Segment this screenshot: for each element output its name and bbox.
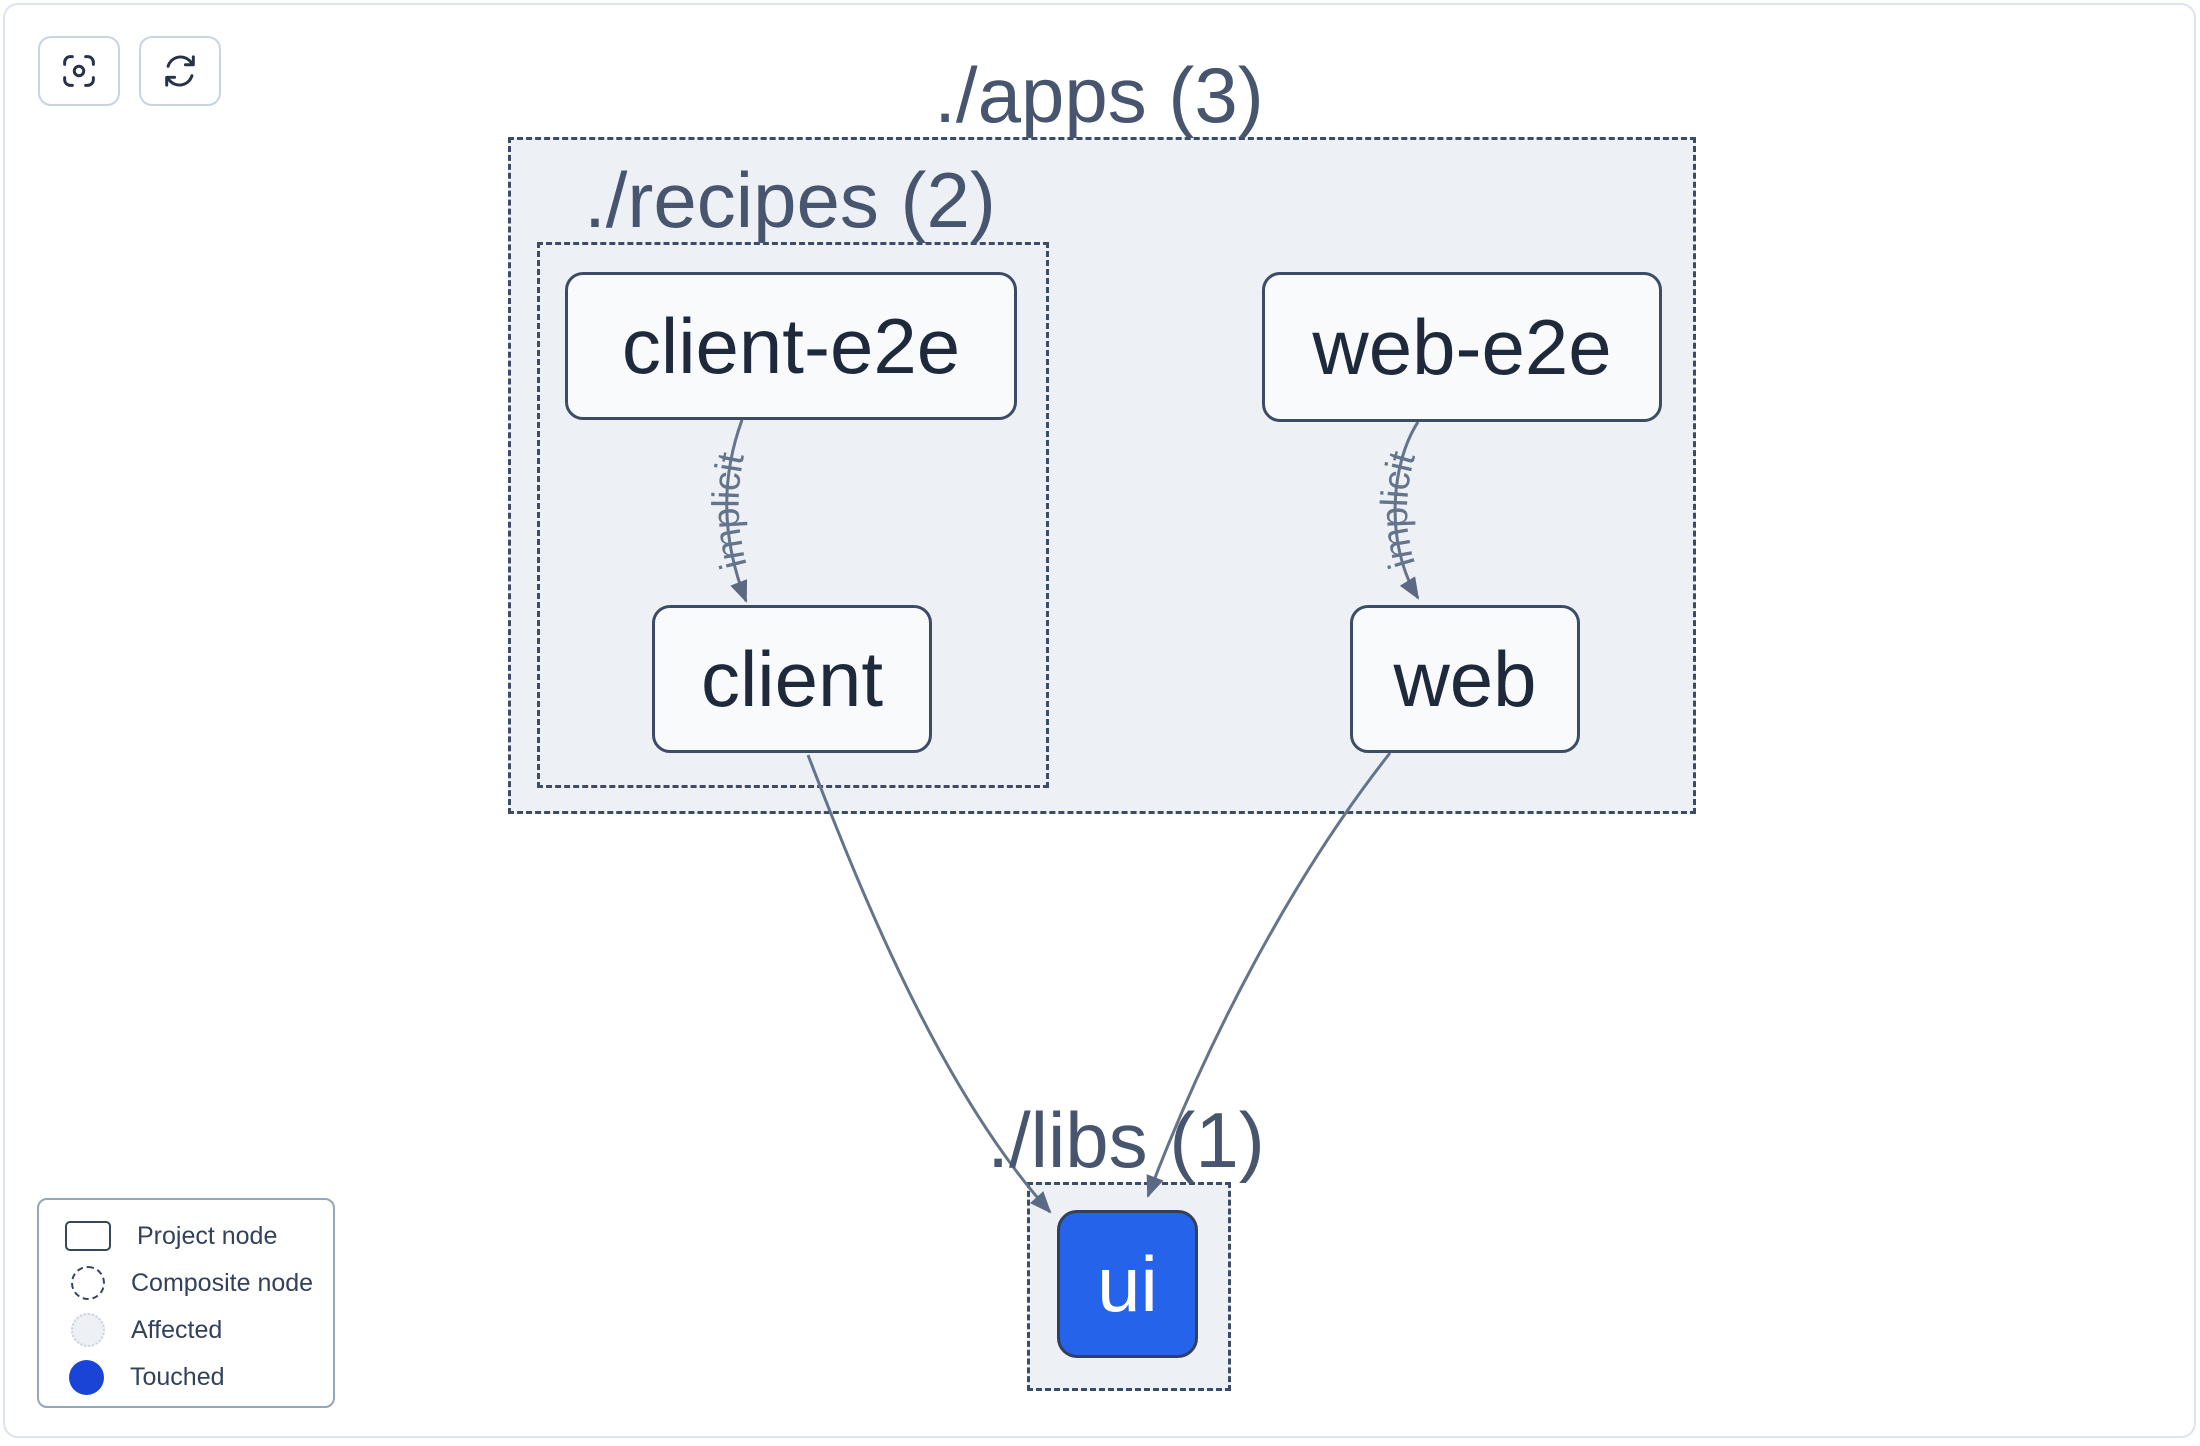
legend-label-project: Project node xyxy=(137,1221,278,1250)
center-graph-button[interactable] xyxy=(38,36,120,106)
edge-label-implicit-1: implicit xyxy=(706,449,756,574)
edge-web-to-ui[interactable] xyxy=(1146,752,1392,1198)
project-node-swatch xyxy=(65,1221,111,1251)
legend: Project node Composite node Affected Tou… xyxy=(37,1198,335,1408)
edge-web-e2e-to-web[interactable] xyxy=(1393,421,1420,600)
legend-row-composite: Composite node xyxy=(63,1266,333,1300)
edge-label-implicit-2: implicit xyxy=(1374,446,1424,573)
node-client[interactable]: client xyxy=(652,605,932,753)
refresh-graph-button[interactable] xyxy=(139,36,221,106)
edge-client-e2e-to-client[interactable] xyxy=(725,419,748,603)
legend-label-touched: Touched xyxy=(130,1362,225,1391)
node-web[interactable]: web xyxy=(1350,605,1580,753)
node-client-e2e[interactable]: client-e2e xyxy=(565,272,1017,420)
legend-row-affected: Affected xyxy=(63,1313,333,1347)
viewfinder-icon xyxy=(63,55,95,87)
composite-node-swatch xyxy=(71,1266,105,1300)
edge-client-to-ui[interactable] xyxy=(806,754,1052,1214)
node-web-e2e[interactable]: web-e2e xyxy=(1262,272,1662,422)
node-ui[interactable]: ui xyxy=(1057,1210,1198,1358)
touched-swatch xyxy=(69,1359,104,1395)
legend-row-touched: Touched xyxy=(63,1359,333,1395)
legend-label-affected: Affected xyxy=(131,1315,223,1344)
legend-label-composite: Composite node xyxy=(131,1268,314,1297)
legend-row-project: Project node xyxy=(63,1219,333,1253)
refresh-icon xyxy=(165,55,195,87)
affected-swatch xyxy=(71,1313,105,1347)
